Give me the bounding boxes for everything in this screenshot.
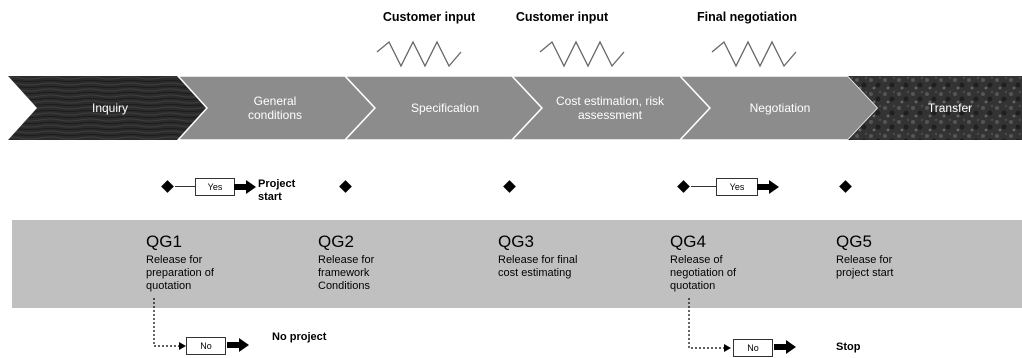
gate-qg4-desc: Release of negotiation of quotation [670,254,737,292]
gate-qg5-desc: Release for project start [836,254,894,279]
decision-diamond-qg2 [339,180,352,193]
phase-specification-shape [343,76,544,140]
phase-general-shape [176,76,377,140]
zigzag-wave-2 [539,40,625,68]
phase-cost-shape [510,76,712,140]
connector-line-2 [691,186,716,187]
arrow-right-icon [234,180,256,194]
gate-qg2-title: QG2 [318,232,354,251]
decision-diamond-qg4 [677,180,690,193]
yes-box-1: Yes [195,178,235,196]
annotation-final-negotiation: Final negotiation [697,10,797,24]
phase-negotiation-label: Negotiation [749,101,811,115]
gate-qg1-title: QG1 [146,232,182,251]
dotted-branch-no-1 [153,298,186,350]
zigzag-wave-1 [376,40,462,68]
annotation-customer-input-1: Customer input [382,10,476,24]
gate-qg4-title: QG4 [670,232,706,251]
arrow-right-icon [757,180,779,194]
arrow-right-icon [227,338,249,352]
gate-qg3-title: QG3 [498,232,534,251]
stop-label: Stop [836,341,861,353]
phase-specification-label: Specification [410,101,480,115]
no-project-label: No project [272,331,327,343]
gate-qg1-desc: Release for preparation of quotation [146,254,214,292]
no-box-1: No [186,337,226,355]
arrow-right-icon [774,340,796,354]
phase-cost-label: Cost estimation, risk assessment [555,94,665,122]
dotted-branch-no-2 [688,298,731,352]
project-start-label: Project start [258,178,296,203]
gate-qg3-desc: Release for final cost estimating [498,254,578,279]
zigzag-wave-3 [711,40,797,68]
phase-transfer-label: Transfer [927,101,973,115]
quality-gate-band [12,220,1022,308]
phase-general-label: General conditions [247,94,303,122]
gate-qg2-desc: Release for framework Conditions [318,254,375,292]
decision-diamond-qg3 [503,180,516,193]
phase-negotiation-shape [678,76,880,140]
decision-diamond-qg5 [839,180,852,193]
phase-inquiry-label: Inquiry [91,101,129,115]
decision-diamond-qg1 [161,180,174,193]
annotation-customer-input-2: Customer input [515,10,609,24]
gate-qg5-title: QG5 [836,232,872,251]
no-box-2: No [733,339,773,357]
process-chevrons [8,76,1022,140]
yes-box-2: Yes [716,178,758,196]
connector-line-1 [175,186,195,187]
phase-transfer-shape [848,76,1022,140]
phase-inquiry-shape [8,76,207,140]
